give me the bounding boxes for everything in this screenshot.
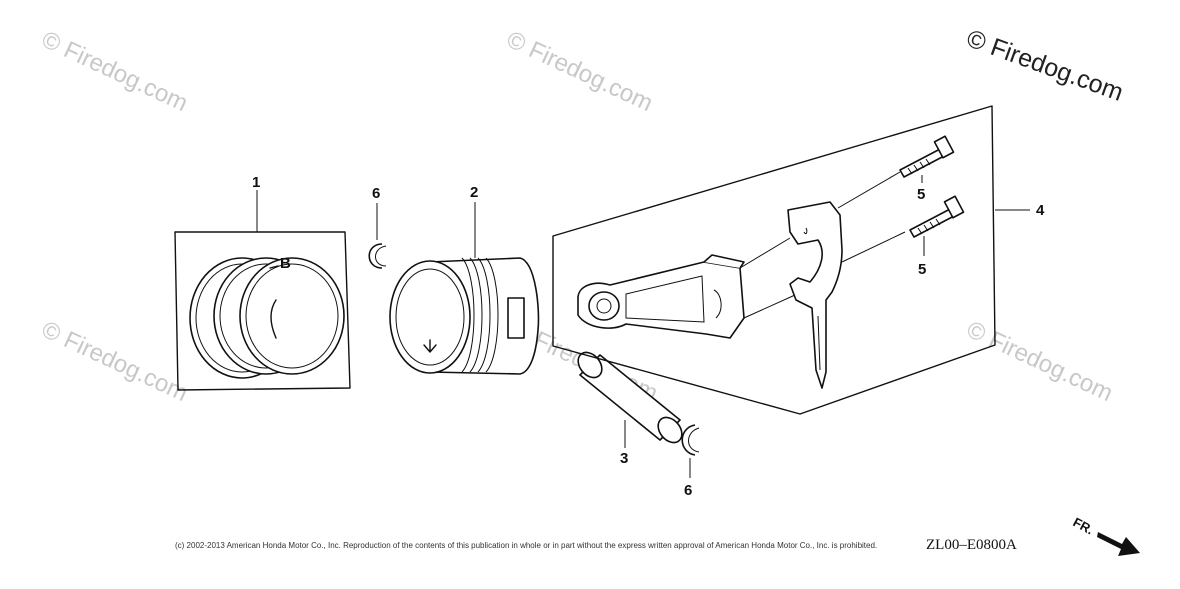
connecting-rod[interactable]	[577, 237, 796, 339]
piston-ring-set[interactable]: B	[174, 231, 351, 391]
callout-5-lower: 5	[918, 261, 926, 278]
front-direction-indicator: FR.	[1071, 514, 1140, 556]
piston-pin[interactable]	[573, 348, 686, 447]
callout-2: 2	[470, 184, 478, 201]
front-arrow-icon	[1097, 532, 1140, 556]
watermark-main: © Firedog.com	[963, 24, 1127, 107]
diagram-code: ZL00–E0800A	[926, 537, 1017, 553]
watermark-mid-right: © Firedog.com	[962, 316, 1116, 407]
watermark-top-left: © Firedog.com	[37, 26, 191, 117]
rod-cap[interactable]	[787, 171, 906, 389]
watermark-mid-left: © Firedog.com	[37, 316, 191, 407]
rod-bolt-upper[interactable]	[899, 135, 955, 178]
callout-6-right: 6	[684, 482, 692, 499]
watermark-top-center: © Firedog.com	[502, 26, 656, 117]
ring-set-box	[174, 231, 351, 391]
rod-bolt-lower[interactable]	[909, 195, 965, 238]
copyright-notice: (c) 2002-2013 American Honda Motor Co., …	[175, 541, 877, 550]
callout-5-upper: 5	[917, 186, 925, 203]
callout-4: 4	[1036, 202, 1045, 219]
piston[interactable]	[389, 257, 540, 375]
svg-text:B: B	[280, 255, 291, 272]
callout-3: 3	[620, 450, 628, 467]
fr-label: FR.	[1071, 514, 1097, 537]
callout-1: 1	[252, 174, 260, 191]
connecting-rod-box	[552, 105, 996, 415]
callout-6-left: 6	[372, 185, 380, 202]
